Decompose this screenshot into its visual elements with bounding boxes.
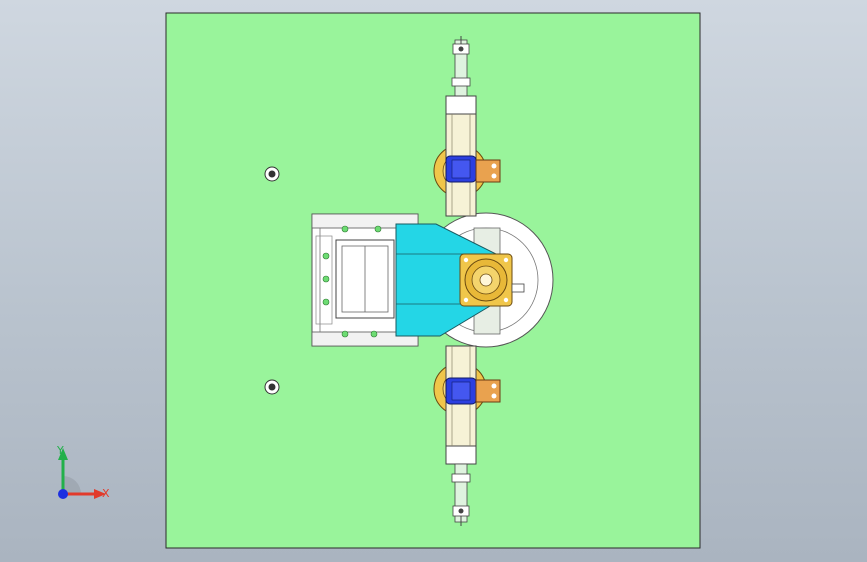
housing-screws xyxy=(322,225,382,338)
coordinate-triad: Y X xyxy=(56,444,110,500)
mounting-hole-top[interactable] xyxy=(264,166,280,182)
wedge-arm[interactable] xyxy=(395,223,501,337)
bracket-bottom xyxy=(475,379,501,403)
flange-hub[interactable] xyxy=(459,253,525,307)
mounting-hole-bottom[interactable] xyxy=(264,379,280,395)
x-axis-label: X xyxy=(102,487,110,500)
cylinder-assembly-bottom[interactable] xyxy=(433,345,501,526)
bracket-top xyxy=(475,159,501,183)
z-axis-icon xyxy=(58,489,68,499)
y-axis-label: Y xyxy=(56,444,64,457)
cylinder-assembly-top[interactable] xyxy=(433,36,501,217)
triad-xy-arc-icon xyxy=(63,476,81,494)
